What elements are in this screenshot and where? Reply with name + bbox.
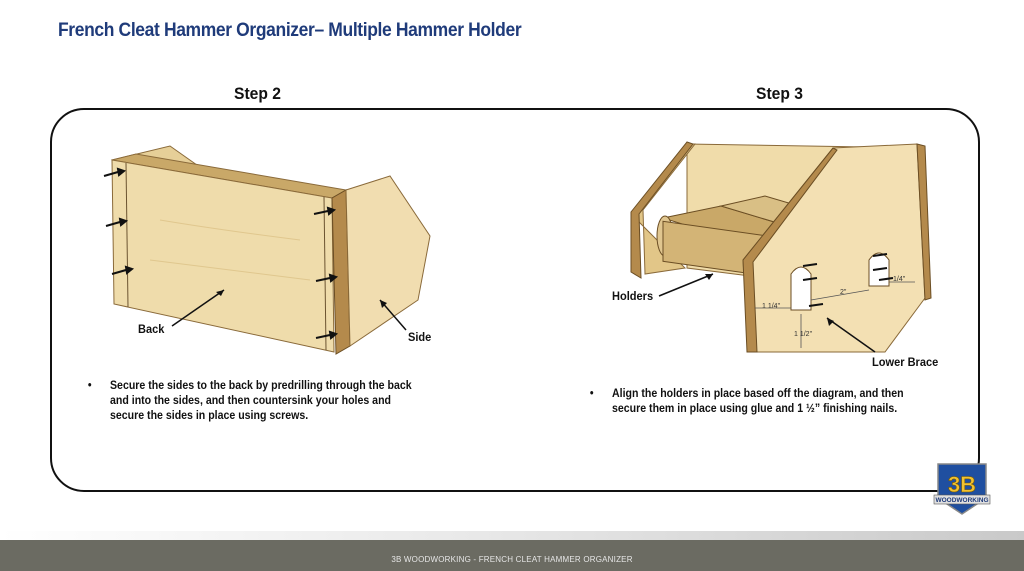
svg-text:WOODWORKING: WOODWORKING bbox=[935, 497, 988, 504]
step3-instructions: • Align the holders in place based off t… bbox=[590, 387, 904, 417]
dim-left-offset: 1 1/4" bbox=[762, 303, 781, 310]
dim-height: 1 1/2" bbox=[794, 331, 813, 338]
side-label: Side bbox=[408, 330, 432, 344]
step2-illustration bbox=[103, 145, 431, 355]
slide-title: French Cleat Hammer Organizer– Multiple … bbox=[58, 20, 522, 41]
dim-right-offset: 1/4" bbox=[893, 276, 906, 283]
bullet-marker: • bbox=[87, 380, 92, 392]
step3-heading: Step 3 bbox=[756, 84, 803, 103]
bullet-marker: • bbox=[589, 388, 594, 400]
footer-accent bbox=[0, 531, 1024, 540]
step3-illustration bbox=[630, 141, 932, 353]
step2-heading: Step 2 bbox=[234, 84, 281, 103]
step2-line-3: secure the sides in place using screws. bbox=[110, 410, 309, 422]
footer-bar bbox=[0, 540, 1024, 571]
step3-line-2: secure them in place using glue and 1 ½”… bbox=[612, 403, 898, 415]
lower-brace-label: Lower Brace bbox=[872, 355, 939, 369]
dim-spacing: 2" bbox=[840, 289, 847, 296]
step2-line-1: Secure the sides to the back by predrill… bbox=[110, 380, 412, 392]
step2-instructions: • Secure the sides to the back by predri… bbox=[88, 379, 412, 424]
step2-line-2: and into the sides, and then countersink… bbox=[110, 395, 392, 407]
svg-text:3B: 3B bbox=[948, 472, 976, 497]
3b-woodworking-logo: 3B WOODWORKING bbox=[933, 463, 991, 515]
step3-line-1: Align the holders in place based off the… bbox=[612, 388, 904, 400]
footer-text: 3B WOODWORKING - FRENCH CLEAT HAMMER ORG… bbox=[391, 555, 633, 564]
back-label: Back bbox=[138, 322, 165, 336]
holders-label: Holders bbox=[612, 289, 654, 303]
content-frame bbox=[50, 108, 980, 492]
